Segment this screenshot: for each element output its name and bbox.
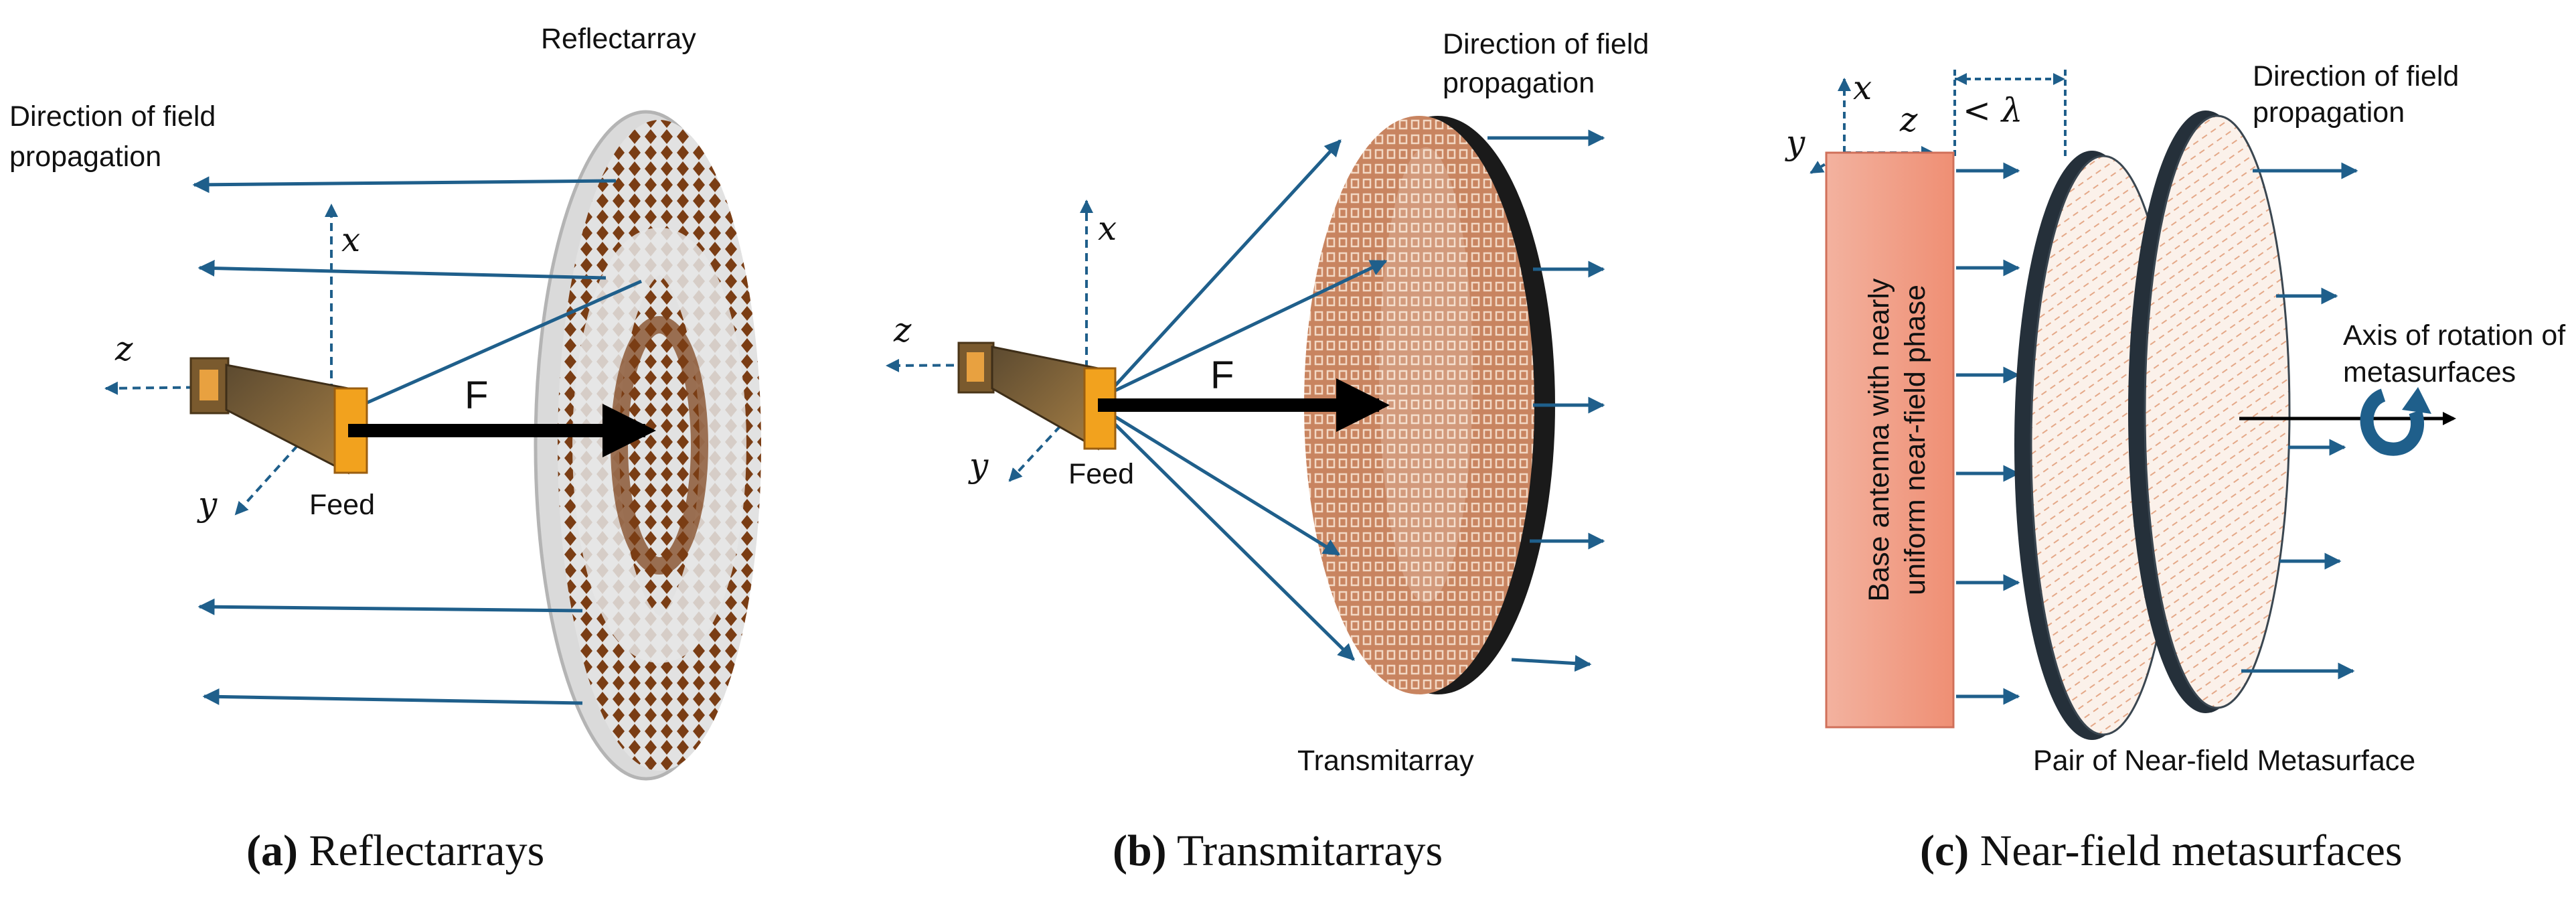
reflected-ray-4 (202, 688, 583, 705)
panel-b-y-label: y (968, 446, 989, 485)
reflected-ray-3 (197, 598, 583, 615)
spacing-left-arrowhead (1955, 73, 1967, 85)
rotation-arrowhead (2402, 387, 2431, 414)
panel-c-caption-text: Near-field metasurfaces (1969, 826, 2402, 875)
panel-a-feed-label: Feed (309, 489, 375, 521)
incident-ray (360, 279, 643, 407)
transmit-ray-1 (1111, 139, 1342, 390)
panel-c-direction-label-2: propagation (2253, 96, 2405, 129)
panel-a-direction-label-1: Direction of field (9, 100, 216, 133)
transmit-ray-2 (1111, 259, 1388, 394)
panel-c-caption: (c) Near-field metasurfaces (1920, 826, 2403, 875)
panel-c-y-label: y (1785, 123, 1805, 162)
base-antenna-label-2: uniform near-field phase (1899, 285, 1931, 595)
panel-a-caption-text: Reflectarrays (298, 826, 544, 875)
panel-c: Direction of field propagation x z y < λ… (1785, 60, 2566, 875)
panel-b-feed-horn (957, 342, 1117, 451)
rotation-label-2: metasurfaces (2343, 356, 2516, 388)
panel-b-z-label: z (893, 311, 912, 350)
panel-a-y-label: y (197, 485, 218, 524)
reflected-ray-2 (197, 260, 607, 280)
panel-b-caption-letter: (b) (1113, 826, 1167, 875)
panel-a-title: Reflectarray (541, 23, 696, 55)
panel-a: Reflectarray Direction of field propagat… (9, 23, 761, 875)
spacing-right-arrowhead (2053, 73, 2065, 85)
metasurface-2 (2144, 115, 2291, 709)
panel-a-z-label: z (114, 329, 133, 368)
panel-a-caption-letter: (a) (246, 826, 298, 875)
panel-a-y-axis (234, 404, 335, 516)
panel-b-direction-label-1: Direction of field (1443, 28, 1649, 60)
panel-a-feed-horn (189, 357, 368, 475)
rotation-arrow (2360, 388, 2425, 456)
panel-c-title: Pair of Near-field Metasurface (2033, 745, 2415, 777)
panel-c-x-label: x (1853, 68, 1872, 107)
panel-c-direction-label-1: Direction of field (2253, 60, 2459, 92)
panel-b-caption-text: Transmitarrays (1167, 826, 1443, 875)
panel-b: Direction of field propagation x z y (886, 28, 1649, 875)
panel-a-caption: (a) Reflectarrays (246, 826, 544, 875)
panel-b-feed-label: Feed (1068, 458, 1134, 490)
transmitted-ray-5 (1511, 655, 1592, 672)
base-antenna-label-1: Base antenna with nearly (1863, 278, 1895, 601)
transmit-ray-3 (1111, 413, 1341, 556)
panel-a-direction-label-2: propagation (9, 141, 161, 173)
panel-a-focal-label: F (465, 374, 488, 417)
panel-b-direction-label-2: propagation (1443, 67, 1595, 99)
panel-c-z-label: z (1899, 100, 1918, 139)
panel-b-caption: (b) Transmitarrays (1113, 826, 1443, 875)
spacing-label: < λ (1963, 91, 2022, 130)
panel-a-x-label: x (341, 220, 360, 259)
panel-b-focal-label: F (1210, 354, 1234, 397)
panel-b-x-label: x (1098, 209, 1117, 248)
panel-c-caption-letter: (c) (1920, 826, 1969, 875)
base-antenna (1825, 151, 1955, 729)
transmitarray-sheen (1379, 147, 1473, 603)
reflectarray-ring-light (572, 228, 746, 663)
transmitarray-disc (1304, 116, 1534, 694)
rotation-label-1: Axis of rotation of (2343, 319, 2566, 352)
reflected-ray-1 (192, 176, 617, 194)
panel-b-title: Transmitarray (1297, 745, 1474, 777)
transmit-ray-4 (1111, 421, 1355, 661)
